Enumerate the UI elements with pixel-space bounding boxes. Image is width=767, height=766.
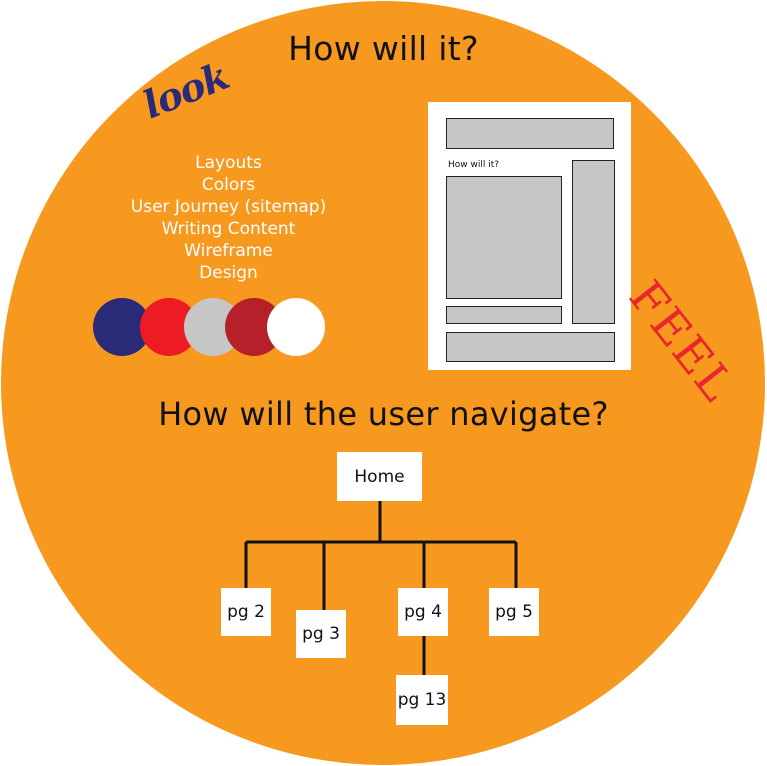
wireframe-heading: How will it? — [448, 160, 500, 170]
sitemap-node-pg13: pg 13 — [396, 675, 448, 725]
sitemap-node-pg3: pg 3 — [296, 610, 346, 658]
wireframe-sidebar-block — [572, 160, 615, 324]
wireframe-caption-block — [446, 306, 562, 324]
look-item-wireframe: Wireframe — [184, 241, 273, 261]
look-item-colors: Colors — [201, 175, 256, 195]
wireframe-main-block — [446, 176, 562, 299]
wireframe-header-block — [446, 118, 614, 149]
look-item-layouts: Layouts — [195, 153, 262, 173]
sitemap-node-home: Home — [337, 452, 422, 501]
color-swatch-5 — [267, 298, 325, 356]
look-item-list: Layouts Colors User Journey (sitemap) Wr… — [100, 152, 357, 284]
page-title: How will it? — [288, 29, 479, 68]
sitemap-node-pg2: pg 2 — [221, 588, 271, 636]
wireframe-sketch: How will it? — [428, 102, 631, 370]
look-item-writing-content: Writing Content — [161, 219, 296, 239]
sitemap-node-pg4: pg 4 — [398, 588, 448, 636]
look-item-design: Design — [199, 263, 258, 283]
wireframe-footer-block — [446, 332, 615, 362]
look-item-user-journey: User Journey (sitemap) — [130, 197, 327, 217]
sitemap-node-pg5: pg 5 — [489, 588, 539, 636]
navigation-title: How will the user navigate? — [158, 395, 609, 433]
